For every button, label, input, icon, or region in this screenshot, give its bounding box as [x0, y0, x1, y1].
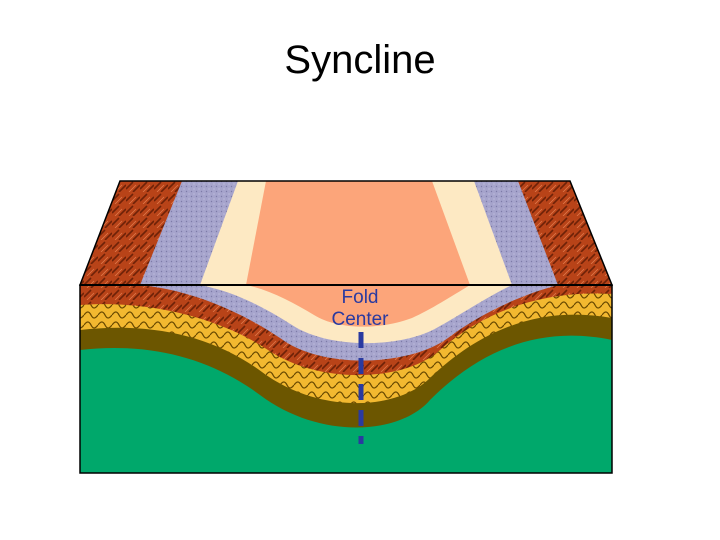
top-surface: [80, 181, 612, 285]
fold-label-line1: Fold: [342, 287, 379, 308]
top-core-layer: [246, 181, 470, 285]
fold-label-line2: Center: [331, 309, 389, 330]
